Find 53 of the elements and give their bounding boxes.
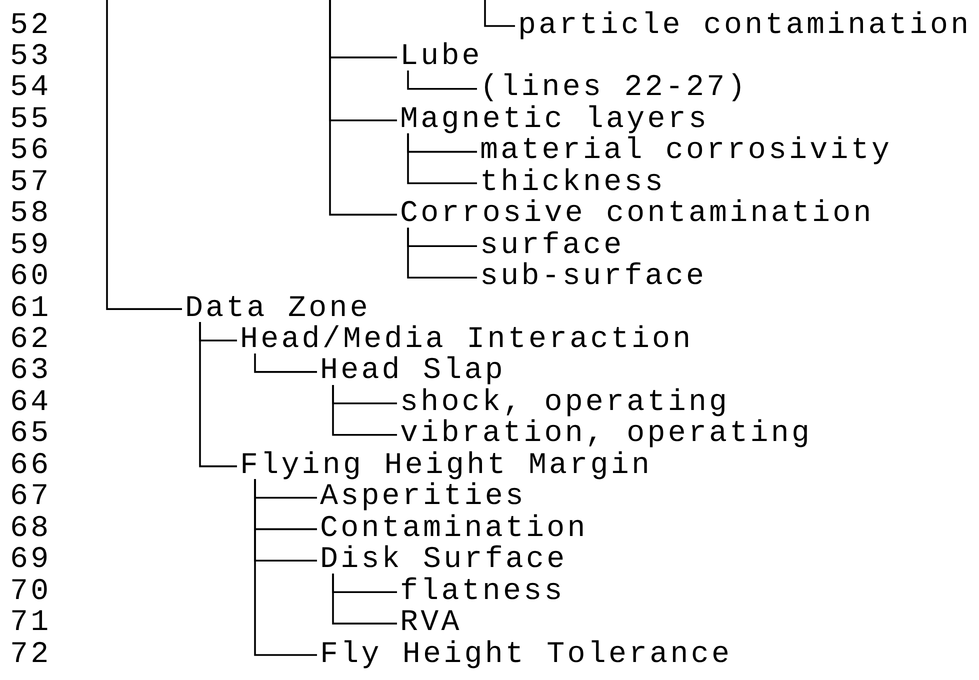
line-number: 70 <box>10 576 52 608</box>
tree-item-label: Head Slap <box>320 356 506 388</box>
tree-item-label: Data Zone <box>185 294 370 325</box>
tree-item-label: Corrosive contamination <box>400 199 874 230</box>
tree-connector <box>407 70 477 90</box>
line-number: 59 <box>10 230 52 262</box>
line-number: 57 <box>10 168 52 199</box>
tree-item-label: Contamination <box>320 514 588 545</box>
tree-item-label: Disk Surface <box>320 545 568 576</box>
tree-item-label: particle contamination <box>518 10 972 42</box>
line-number: 65 <box>10 419 52 450</box>
tree-item-label: shock, operating <box>400 388 730 419</box>
tree-connector <box>199 322 237 468</box>
tree-item-label: Flying Height Margin <box>240 450 652 482</box>
tree-item-label: (lines 22-27) <box>480 73 748 104</box>
tree-connector <box>407 228 477 278</box>
line-number: 68 <box>10 514 52 545</box>
tree-item-label: Magnetic layers <box>400 104 710 136</box>
line-number: 52 <box>10 10 52 42</box>
tree-item-label: Lube <box>400 42 482 73</box>
tree-connector <box>254 354 317 373</box>
tree-connector <box>254 479 317 656</box>
line-number: 55 <box>10 104 52 136</box>
line-number: 53 <box>10 42 52 73</box>
line-number: 71 <box>10 608 52 640</box>
tree-connector <box>332 384 397 436</box>
line-number: 72 <box>10 640 52 670</box>
line-number: 69 <box>10 545 52 576</box>
line-number: 56 <box>10 136 52 168</box>
line-number: 54 <box>10 73 52 104</box>
line-number: 64 <box>10 388 52 419</box>
tree-connector <box>332 574 397 624</box>
tree-connector <box>407 133 477 184</box>
tree-item-label: flatness <box>400 576 565 608</box>
tree-item-label: RVA <box>400 608 462 640</box>
tree-connector <box>329 0 397 216</box>
line-number: 63 <box>10 356 52 388</box>
tree-item-label: thickness <box>480 168 666 199</box>
tree-item-label: material corrosivity <box>480 136 892 168</box>
line-number: 58 <box>10 199 52 230</box>
line-number: 60 <box>10 262 52 294</box>
tree-item-label: surface <box>480 230 624 262</box>
tree-item-label: vibration, operating <box>400 419 812 450</box>
line-number: 62 <box>10 325 52 356</box>
line-number: 67 <box>10 482 52 514</box>
tree-item-label: sub-surface <box>480 262 707 294</box>
line-number: 66 <box>10 450 52 482</box>
tree-connector <box>484 0 515 27</box>
tree-item-label: Fly Height Tolerance <box>320 640 732 670</box>
tree-item-label: Head/Media Interaction <box>240 325 694 356</box>
tree-connector <box>106 0 182 310</box>
line-number: 61 <box>10 294 52 325</box>
tree-item-label: Asperities <box>320 482 526 514</box>
